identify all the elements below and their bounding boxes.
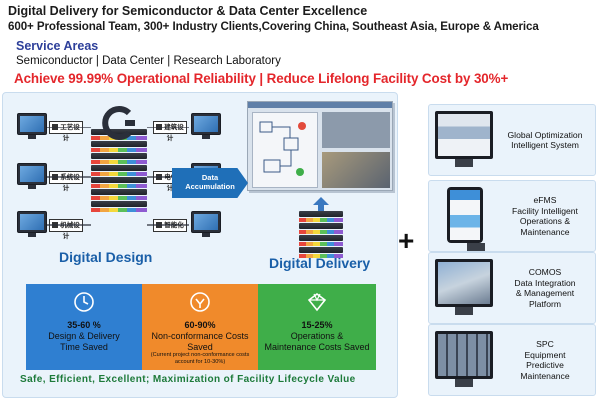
cost-down-icon	[190, 292, 210, 312]
benefit-label: Operations & Maintenance Costs Saved	[264, 331, 370, 352]
benefit-card-nonconformance: 60-90% Non-conformance Costs Saved (Curr…	[142, 284, 258, 370]
logo-icon	[102, 106, 135, 140]
server-stack-icon	[91, 129, 147, 213]
digital-delivery-title: Digital Delivery	[269, 255, 371, 271]
service-areas-list: Semiconductor | Data Center | Research L…	[16, 55, 281, 67]
plus-icon: +	[398, 225, 415, 256]
server-stack-icon	[299, 211, 343, 259]
clock-icon	[74, 292, 94, 312]
dashboard-monitor-icon	[435, 111, 493, 167]
system-label: eFMS Facility Intelligent Operations & M…	[512, 195, 578, 237]
benefit-card-om: 15-25% Operations & Maintenance Costs Sa…	[258, 284, 376, 370]
tablet-icon	[447, 187, 485, 251]
grid-monitor-icon	[435, 331, 493, 387]
system-label: COMOS Data Integration & Management Plat…	[514, 267, 576, 309]
monitor-icon	[191, 211, 221, 237]
benefit-value: 60-90%	[184, 320, 216, 330]
subheadline: 600+ Professional Team, 300+ Industry Cl…	[8, 20, 539, 33]
benefit-value: 15-25%	[301, 320, 333, 330]
system-card-efms: eFMS Facility Intelligent Operations & M…	[428, 180, 596, 252]
diamond-icon	[307, 293, 327, 312]
benefit-note: (Current project non-conformance costs a…	[150, 352, 250, 365]
digital-design-title: Digital Design	[59, 249, 153, 265]
software-window	[247, 101, 393, 191]
data-accumulation-arrow: Data Accumulation	[172, 168, 248, 198]
headline: Digital Delivery for Semiconductor & Dat…	[8, 4, 368, 18]
system-card-global-optimization: Global Optimization Intelligent System	[428, 104, 596, 176]
system-card-spc: SPC Equipment Predictive Maintenance	[428, 324, 596, 396]
monitor-icon	[17, 163, 47, 189]
plant-monitor-icon	[435, 259, 493, 315]
service-areas-title: Service Areas	[16, 39, 99, 53]
monitor-icon	[191, 113, 221, 139]
benefit-card-time: 35-60 % Design & Delivery Time Saved	[26, 284, 142, 370]
system-label: Global Optimization Intelligent System	[507, 129, 583, 151]
monitor-icon	[17, 113, 47, 139]
benefit-value: 35-60 %	[67, 320, 101, 330]
arrow-label-1: Data	[201, 173, 219, 182]
tagline: Achieve 99.99% Operational Reliability |…	[14, 71, 509, 86]
monitor-icon	[17, 211, 47, 237]
system-card-comos: COMOS Data Integration & Management Plat…	[428, 252, 596, 324]
arrow-label-2: Accumulation	[185, 182, 235, 191]
system-label: SPC Equipment Predictive Maintenance	[520, 339, 570, 381]
benefit-label: Design & Delivery Time Saved	[48, 331, 120, 352]
benefit-label: Non-conformance Costs Saved	[151, 331, 249, 352]
footer-slogan: Safe, Efficient, Excellent; Maximization…	[20, 374, 356, 385]
up-arrow-icon	[313, 197, 329, 211]
